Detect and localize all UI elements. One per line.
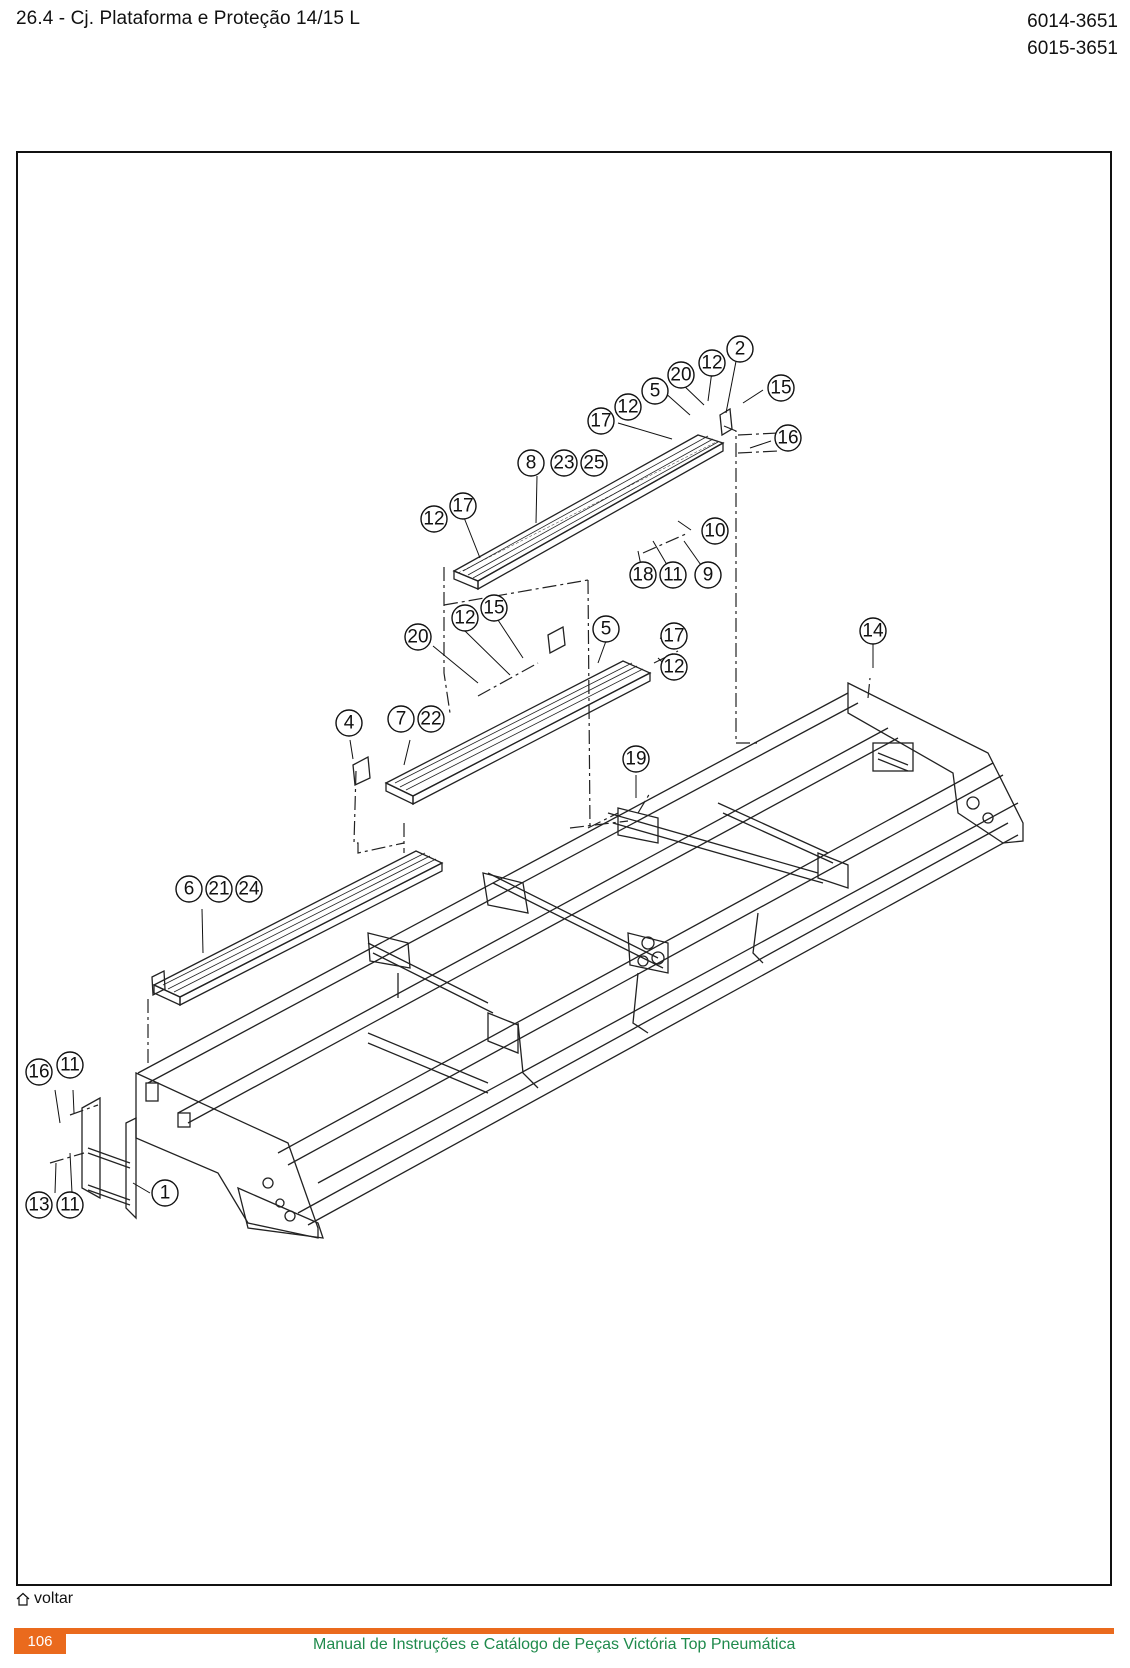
- callout: 23: [550, 449, 578, 477]
- callout: 12: [660, 653, 688, 681]
- svg-text:16: 16: [28, 1062, 49, 1083]
- callout: 25: [580, 449, 608, 477]
- svg-text:22: 22: [420, 709, 441, 730]
- svg-text:4: 4: [344, 713, 355, 734]
- callout: 19: [622, 745, 650, 773]
- callout: 12: [420, 505, 448, 533]
- callout: 13: [25, 1191, 53, 1219]
- svg-text:12: 12: [617, 397, 638, 418]
- callout: 1: [151, 1179, 179, 1207]
- callout: 12: [698, 349, 726, 377]
- callout: 24: [235, 875, 263, 903]
- svg-text:15: 15: [770, 378, 791, 399]
- svg-text:15: 15: [483, 598, 504, 619]
- platform-middle: [384, 660, 652, 806]
- callout: 20: [404, 623, 432, 651]
- svg-text:12: 12: [663, 657, 684, 678]
- svg-text:17: 17: [663, 626, 684, 647]
- callout: 5: [592, 615, 620, 643]
- callout: 12: [614, 393, 642, 421]
- callout: 9: [694, 561, 722, 589]
- page-title: 26.4 - Cj. Plataforma e Proteção 14/15 L: [16, 8, 361, 29]
- svg-text:12: 12: [423, 509, 444, 530]
- svg-text:18: 18: [632, 565, 653, 586]
- back-link-label: voltar: [34, 1590, 74, 1607]
- callout: 11: [56, 1051, 84, 1079]
- callout: 2: [726, 335, 754, 363]
- callout: 15: [767, 374, 795, 402]
- svg-text:11: 11: [663, 565, 683, 586]
- callouts: 2 12 20 5 15 12 17 16 8 23 25 12 17 10 1…: [25, 335, 887, 1219]
- callout: 20: [667, 361, 695, 389]
- svg-text:6: 6: [184, 879, 195, 900]
- svg-text:17: 17: [452, 496, 473, 517]
- callout: 21: [205, 875, 233, 903]
- svg-text:5: 5: [601, 619, 612, 640]
- svg-text:8: 8: [526, 453, 537, 474]
- footer-rule: [14, 1628, 1114, 1634]
- svg-text:7: 7: [396, 709, 407, 730]
- part-codes: 6014-3651 6015-3651: [1027, 8, 1118, 62]
- callout: 22: [417, 705, 445, 733]
- svg-text:11: 11: [60, 1055, 80, 1076]
- svg-text:24: 24: [238, 879, 260, 900]
- svg-text:23: 23: [553, 453, 574, 474]
- callout: 8: [517, 449, 545, 477]
- callout: 18: [629, 561, 657, 589]
- exploded-view-diagram: 2 12 20 5 15 12 17 16 8 23 25 12 17 10 1…: [16, 151, 1112, 1586]
- callout: 15: [480, 594, 508, 622]
- callout: 10: [701, 517, 729, 545]
- callout: 4: [335, 709, 363, 737]
- back-link[interactable]: voltar: [16, 1590, 73, 1608]
- svg-text:9: 9: [703, 565, 714, 586]
- assembly-lines: [49, 425, 871, 1164]
- platform-lower: [152, 850, 444, 1007]
- platform-upper: [452, 434, 725, 591]
- callout: 14: [859, 617, 887, 645]
- page-number: 106: [14, 1630, 66, 1654]
- home-icon: [16, 1592, 30, 1606]
- callout: 17: [587, 407, 615, 435]
- svg-text:1: 1: [160, 1183, 171, 1204]
- callout: 12: [451, 604, 479, 632]
- svg-text:17: 17: [590, 411, 611, 432]
- svg-text:2: 2: [735, 339, 746, 360]
- svg-text:16: 16: [777, 428, 798, 449]
- part-code: 6014-3651: [1027, 11, 1118, 32]
- svg-text:14: 14: [862, 621, 884, 642]
- svg-text:25: 25: [583, 453, 604, 474]
- callout: 6: [175, 875, 203, 903]
- svg-text:21: 21: [208, 879, 229, 900]
- callout: 17: [660, 622, 688, 650]
- callout: 16: [774, 424, 802, 452]
- svg-text:19: 19: [625, 749, 646, 770]
- svg-text:11: 11: [60, 1195, 80, 1216]
- svg-text:12: 12: [701, 353, 722, 374]
- svg-text:13: 13: [28, 1195, 49, 1216]
- svg-text:10: 10: [704, 521, 725, 542]
- chassis-frame: [135, 681, 1024, 1239]
- brackets: [151, 407, 733, 997]
- ladder: [81, 1096, 137, 1220]
- svg-text:20: 20: [407, 627, 428, 648]
- callout: 11: [659, 561, 687, 589]
- callout: 17: [449, 492, 477, 520]
- svg-text:12: 12: [454, 608, 475, 629]
- callout: 11: [56, 1191, 84, 1219]
- svg-text:20: 20: [670, 365, 691, 386]
- part-code: 6015-3651: [1027, 38, 1118, 59]
- callout: 5: [641, 377, 669, 405]
- callout: 16: [25, 1058, 53, 1086]
- leader-lines: [54, 350, 874, 1194]
- svg-text:5: 5: [650, 381, 661, 402]
- diagram-svg: 2 12 20 5 15 12 17 16 8 23 25 12 17 10 1…: [25, 335, 1024, 1239]
- footer-title: Manual de Instruções e Catálogo de Peças…: [313, 1636, 796, 1653]
- callout: 7: [387, 705, 415, 733]
